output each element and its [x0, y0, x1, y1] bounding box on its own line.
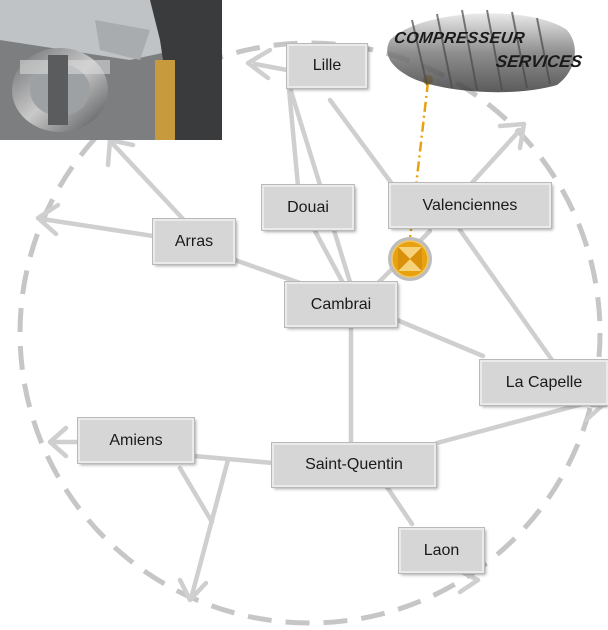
city-cambrai[interactable]: Cambrai — [284, 281, 398, 328]
city-saint-quentin[interactable]: Saint-Quentin — [271, 442, 437, 488]
logo-text-line2: SERVICES — [494, 52, 584, 71]
link-valenciennes-lacapelle — [457, 227, 555, 363]
arrow-amiens-out — [47, 425, 69, 459]
compressor-photo — [0, 0, 222, 140]
link-saintquentin-amiens — [191, 453, 276, 466]
link-valenciennes-lille — [327, 97, 398, 191]
service-location-icon — [388, 237, 432, 281]
link-douai-lille — [285, 75, 301, 189]
link-arras-up — [109, 140, 186, 222]
arrow-south — [177, 577, 209, 603]
city-la-capelle[interactable]: La Capelle — [479, 359, 608, 406]
link-saintquentin-lacapelle — [434, 399, 593, 446]
link-valenciennes-out — [467, 127, 523, 188]
arrowheads — [35, 47, 607, 603]
link-south-branch — [177, 465, 215, 525]
link-cambrai-lacapelle — [394, 317, 486, 359]
arrow-valenciennes-out — [497, 121, 527, 151]
city-amiens[interactable]: Amiens — [77, 417, 195, 464]
city-arras[interactable]: Arras — [152, 218, 236, 265]
link-saintquentin-south — [189, 457, 231, 598]
link-cambrai-douai — [312, 228, 346, 286]
logo-text-line1: COMPRESSEUR — [392, 30, 527, 47]
link-lille-out — [252, 61, 290, 73]
arrow-laon — [455, 567, 481, 595]
city-valenciennes[interactable]: Valenciennes — [388, 182, 552, 229]
connectors — [39, 61, 608, 598]
link-arras-out — [39, 216, 156, 239]
arrow-arras-out — [35, 202, 61, 237]
company-logo: COMPRESSEUR SERVICES — [382, 0, 584, 95]
city-laon[interactable]: Laon — [398, 527, 485, 574]
city-lille[interactable]: Lille — [286, 43, 368, 89]
link-cambrai-arras — [232, 257, 303, 286]
link-saintquentin-laon — [384, 484, 415, 527]
arrow-arras-up — [105, 137, 136, 168]
city-douai[interactable]: Douai — [261, 184, 355, 231]
hub-to-logo-line — [408, 81, 430, 239]
coverage-circle — [17, 40, 603, 626]
arrow-lille — [245, 47, 273, 81]
